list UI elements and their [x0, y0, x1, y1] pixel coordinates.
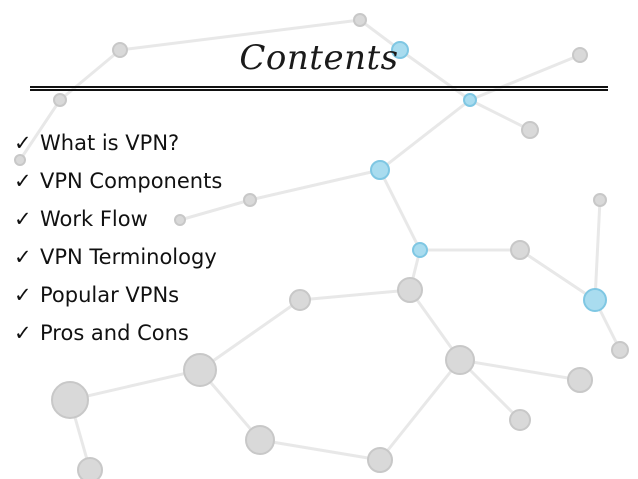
- list-item-label: VPN Terminology: [40, 245, 217, 269]
- list-item: ✓ VPN Terminology: [14, 238, 222, 276]
- checkmark-icon: ✓: [14, 131, 32, 155]
- title-underline: [30, 86, 608, 91]
- list-item: ✓ What is VPN?: [14, 124, 222, 162]
- list-item: ✓ Work Flow: [14, 200, 222, 238]
- list-item-label: Work Flow: [40, 207, 148, 231]
- list-item-label: VPN Components: [40, 169, 223, 193]
- list-item: ✓ VPN Components: [14, 162, 222, 200]
- slide-title: Contents: [239, 38, 399, 78]
- list-item-label: Pros and Cons: [40, 321, 189, 345]
- contents-list: ✓ What is VPN? ✓ VPN Components ✓ Work Flow…: [14, 124, 222, 352]
- checkmark-icon: ✓: [14, 245, 32, 269]
- checkmark-icon: ✓: [14, 207, 32, 231]
- list-item: ✓ Popular VPNs: [14, 276, 222, 314]
- list-item: ✓ Pros and Cons: [14, 314, 222, 352]
- checkmark-icon: ✓: [14, 321, 32, 345]
- list-item-label: Popular VPNs: [40, 283, 180, 307]
- list-item-label: What is VPN?: [40, 131, 180, 155]
- checkmark-icon: ✓: [14, 169, 32, 193]
- checkmark-icon: ✓: [14, 283, 32, 307]
